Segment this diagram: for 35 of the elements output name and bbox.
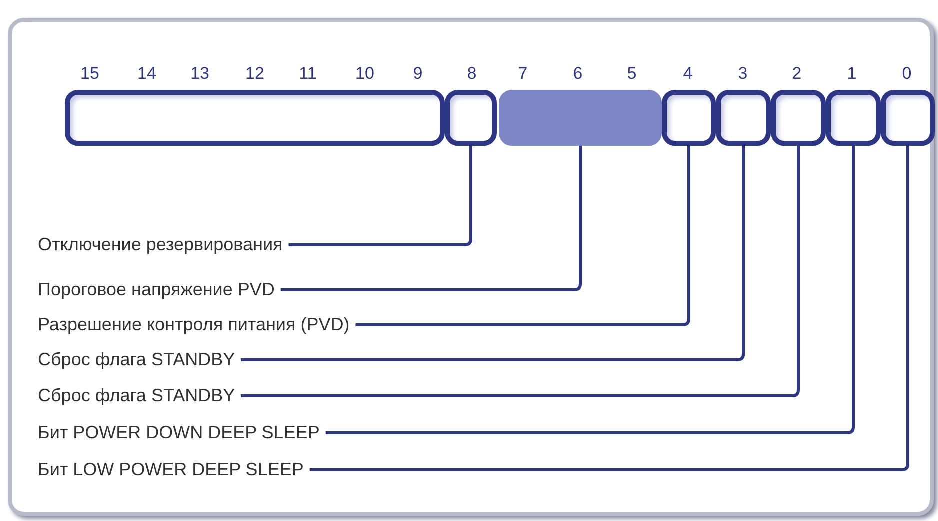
register-bit-field: [445, 90, 497, 146]
bit-number: 6: [573, 64, 583, 84]
leader-line: [241, 146, 800, 398]
leader-line: [288, 146, 472, 246]
field-description: Сброс флага STANDBY: [38, 386, 236, 406]
field-description: Отключение резервирования: [38, 234, 283, 256]
register-bit-field: [881, 90, 935, 146]
leader-line: [280, 146, 582, 292]
bit-number: 14: [138, 64, 156, 84]
bit-number: 7: [518, 64, 528, 84]
leader-line: [310, 146, 910, 472]
bit-number: 15: [80, 64, 100, 84]
bit-number: 11: [299, 64, 317, 84]
bit-number: 4: [683, 64, 693, 84]
bit-number: 10: [356, 64, 374, 84]
bit-number: 9: [413, 64, 423, 84]
bit-number: 1: [847, 64, 857, 84]
bit-number: 3: [738, 64, 748, 84]
bit-number: 0: [902, 64, 912, 84]
field-description: Сброс флага STANDBY: [38, 350, 236, 370]
bit-number: 5: [627, 64, 637, 84]
field-description: Бит POWER DOWN DEEP SLEEP: [38, 422, 320, 444]
leader-line: [241, 146, 745, 362]
bit-number: 13: [190, 64, 210, 84]
bit-number: 2: [792, 64, 802, 84]
register-bit-field: [65, 90, 445, 146]
leader-line: [356, 146, 690, 326]
register-bit-field: [499, 90, 662, 146]
bit-number: 8: [467, 64, 477, 84]
field-description: Разрешение контроля питания (PVD): [38, 314, 350, 336]
field-description: Пороговое напряжение PVD: [38, 280, 275, 300]
field-description: Бит LOW POWER DEEP SLEEP: [38, 460, 304, 480]
bit-number: 12: [246, 64, 264, 84]
leader-line: [326, 146, 855, 434]
register-bit-field: [662, 90, 716, 146]
